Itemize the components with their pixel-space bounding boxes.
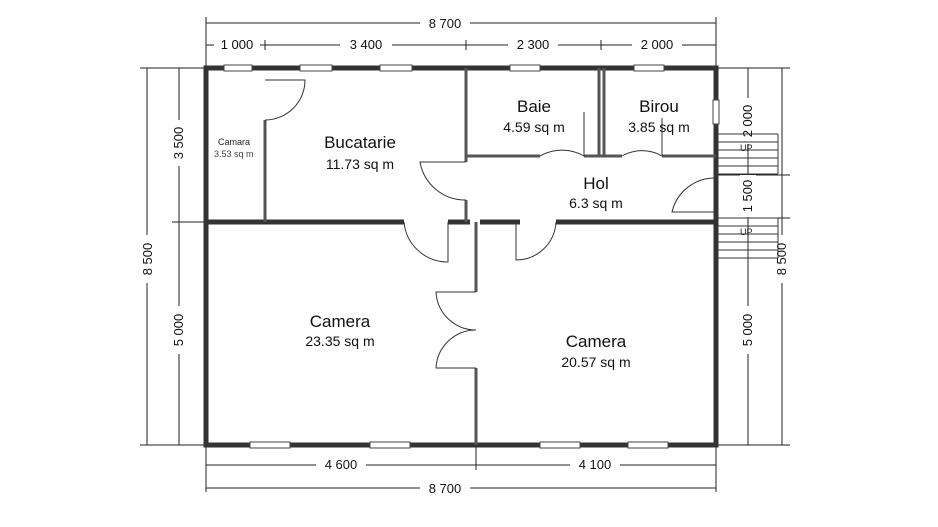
room-hol-name: Hol — [583, 174, 609, 193]
dim-right-seg-2: 1 500 — [740, 180, 755, 213]
dim-bottom-total: 8 700 — [206, 480, 716, 496]
interior-walls — [206, 68, 716, 445]
room-baie-name: Baie — [517, 97, 551, 116]
dim-top-total: 8 700 — [205, 14, 717, 66]
dim-left-total-label: 8 500 — [140, 243, 155, 276]
dim-left-total: 8 500 — [139, 67, 204, 446]
room-baie: Baie 4.59 sq m — [503, 97, 564, 135]
dim-right-seg-3: 5 000 — [740, 314, 755, 347]
room-camera-left: Camera 23.35 sq m — [305, 312, 374, 349]
room-camara-name: Camara — [218, 137, 250, 147]
dim-right-segments: 2 000 1 500 5 000 — [718, 67, 790, 446]
room-bucatarie: Bucatarie 11.73 sq m — [324, 133, 396, 172]
room-camara-area: 3.53 sq m — [214, 149, 254, 159]
dim-bottom-seg-2: 4 100 — [579, 457, 612, 472]
dim-top-seg-2: 3 400 — [350, 37, 383, 52]
dim-right-total: 8 500 — [774, 68, 790, 445]
dim-top-total-label: 8 700 — [429, 16, 462, 31]
room-camera-right: Camera 20.57 sq m — [561, 332, 630, 370]
dim-bottom-segments: 4 600 4 100 — [205, 447, 717, 492]
room-birou-area: 3.85 sq m — [628, 119, 689, 135]
room-hol-area: 6.3 sq m — [569, 195, 623, 211]
dim-bottom-seg-1: 4 600 — [325, 457, 358, 472]
stairs-label-bottom: UP — [740, 227, 753, 237]
room-camera-right-area: 20.57 sq m — [561, 354, 630, 370]
dim-bottom-total-label: 8 700 — [429, 481, 462, 496]
windows — [223, 64, 720, 449]
room-camara: Camara 3.53 sq m — [214, 137, 254, 159]
room-camera-left-area: 23.35 sq m — [305, 333, 374, 349]
stairs: UP UP — [718, 133, 779, 259]
room-hol: Hol 6.3 sq m — [569, 174, 623, 211]
dim-top-seg-4: 2 000 — [641, 37, 674, 52]
dim-left-seg-1: 3 500 — [171, 127, 186, 160]
room-baie-area: 4.59 sq m — [503, 119, 564, 135]
dim-left-seg-2: 5 000 — [171, 314, 186, 347]
room-camera-left-name: Camera — [310, 312, 371, 331]
doors — [264, 79, 717, 369]
room-bucatarie-area: 11.73 sq m — [326, 156, 394, 172]
dim-right-total-label: 8 500 — [774, 243, 789, 276]
stairs-label-top: UP — [740, 143, 753, 153]
room-birou: Birou 3.85 sq m — [628, 97, 689, 135]
room-bucatarie-name: Bucatarie — [324, 133, 396, 152]
dim-top-segments: 1 000 3 400 2 300 2 000 — [206, 37, 716, 52]
room-birou-name: Birou — [639, 97, 679, 116]
outer-walls — [203, 65, 719, 448]
dim-right-seg-1: 2 000 — [740, 105, 755, 138]
dim-top-seg-1: 1 000 — [221, 37, 254, 52]
room-camera-right-name: Camera — [566, 332, 627, 351]
dim-left-segments: 3 500 5 000 — [171, 68, 204, 445]
dim-top-seg-3: 2 300 — [517, 37, 550, 52]
